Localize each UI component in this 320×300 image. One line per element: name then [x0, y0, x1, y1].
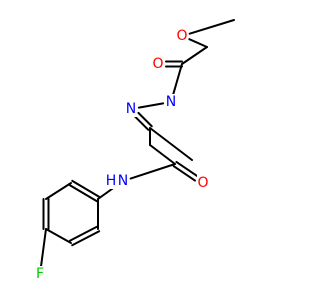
bonds — [40, 19, 235, 268]
bond-n1-n2 — [137, 102, 165, 109]
bond-c1-n1 — [172, 63, 183, 96]
atom-O2: O — [152, 56, 164, 72]
bond-c3-c4 — [149, 127, 193, 161]
bond-c6-n3 — [129, 163, 176, 180]
atom-N2: N — [125, 101, 137, 117]
bond-ca-cb-a — [71, 179, 101, 198]
bond-cb-cc — [45, 182, 72, 200]
atom-H1: H — [105, 173, 117, 189]
atom-N1: N — [165, 94, 177, 110]
atom-N1-label: N — [166, 94, 176, 110]
bond-ce-cf-a — [71, 230, 101, 247]
bond-n2-c3-a — [133, 115, 150, 131]
bond-ce-cf-b — [68, 225, 98, 242]
atom-O3: O — [197, 175, 209, 191]
atom-N3-label: N — [118, 173, 128, 189]
bond-cd-ce — [45, 228, 72, 244]
molecule-structure: O O N N O N H F — [34, 19, 235, 282]
atom-labels: O O N N O N H F — [34, 28, 209, 282]
bond-cd-f — [40, 228, 47, 268]
bond-ca-cb-b — [68, 184, 98, 203]
atom-O1-label: O — [176, 28, 187, 44]
atom-N3: N — [117, 173, 129, 189]
atom-N2-label: N — [126, 101, 136, 117]
bond-c5-c6 — [149, 144, 176, 165]
bond-c6-o3-a — [172, 165, 196, 182]
bond-n2-c3-b — [137, 111, 153, 128]
atom-O2-label: O — [152, 56, 163, 72]
bond-c6-o3-b — [175, 160, 199, 178]
bond-o1-c2 — [188, 38, 208, 48]
bond-cme-o1 — [188, 19, 235, 35]
bond-c2-c1 — [181, 46, 208, 65]
atom-F1-label: F — [36, 266, 44, 282]
atom-O1: O — [176, 28, 188, 44]
atom-F1: F — [34, 266, 46, 282]
atom-O3-label: O — [197, 175, 208, 191]
atom-H1-label: H — [106, 173, 117, 189]
